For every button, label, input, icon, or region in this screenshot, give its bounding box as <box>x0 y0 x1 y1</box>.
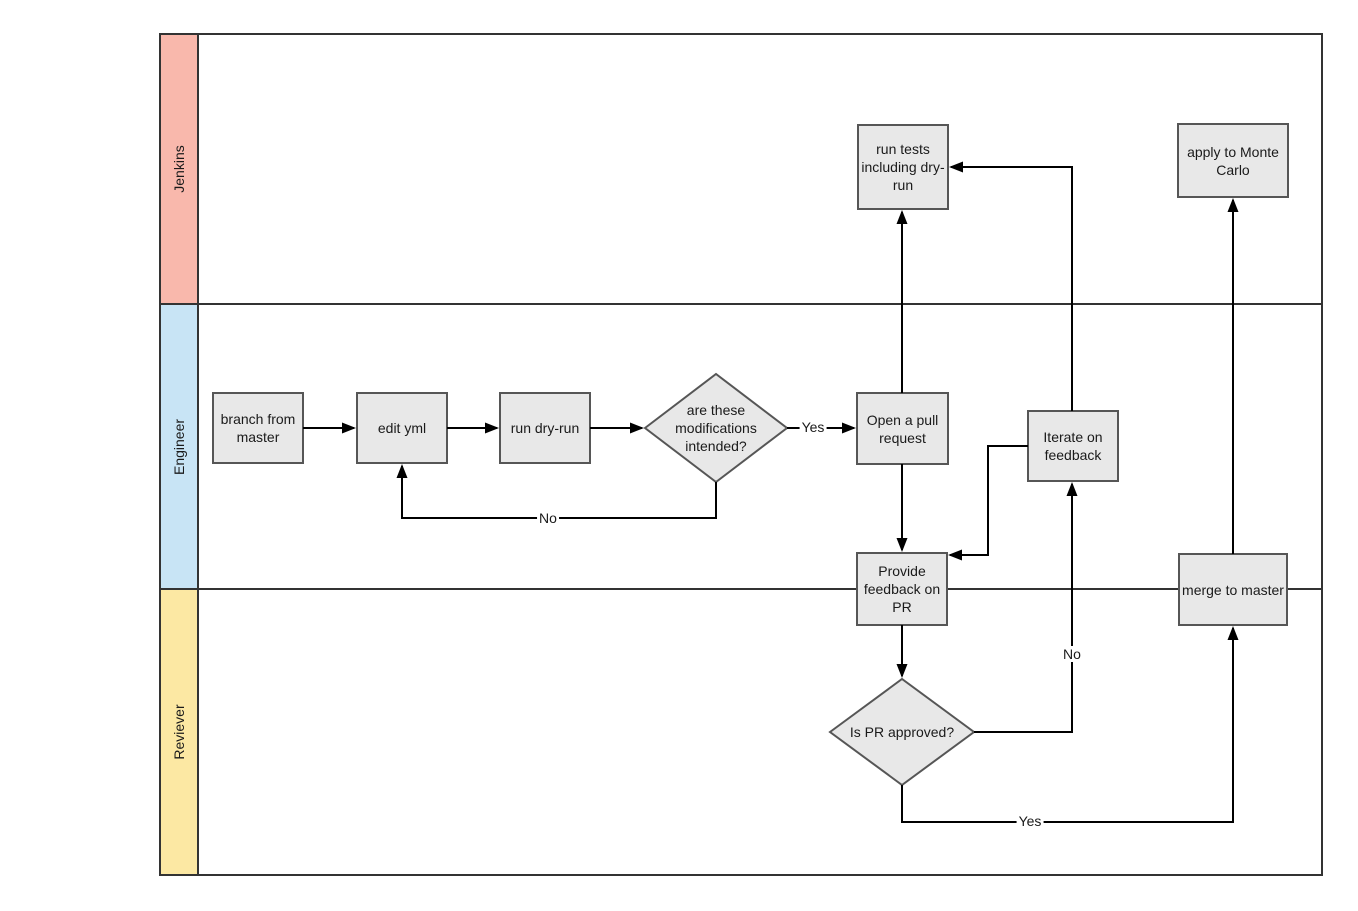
nodes-layer <box>212 123 1289 787</box>
node-is-pr-approved <box>828 677 976 787</box>
lane-header-engineer <box>159 303 199 590</box>
node-merge-to-master <box>1178 553 1288 626</box>
lane-body-jenkins <box>197 33 1323 305</box>
edge-approval-yes-to-merge <box>901 626 1239 823</box>
node-edit-yml <box>356 392 448 464</box>
node-apply-to-monte-carlo <box>1177 123 1289 198</box>
node-provide-feedback-on-pr <box>856 552 948 626</box>
node-iterate-on-feedback <box>1027 410 1119 482</box>
node-open-pull-request <box>856 392 949 465</box>
lane-body-reviever <box>197 588 1323 876</box>
lanes-layer <box>159 33 1323 876</box>
node-modifications-intended <box>643 372 789 484</box>
edge-decision-no-to-edit <box>396 464 717 519</box>
edge-approval-no-to-iterate <box>974 482 1078 733</box>
edges-layer <box>303 161 1239 823</box>
edge-iterate-to-runtests <box>949 161 1073 411</box>
node-run-dry-run <box>499 392 591 464</box>
lane-header-reviever <box>159 588 199 876</box>
edge-iterate-to-feedback <box>948 445 1028 561</box>
node-run-tests-including-dry-run <box>857 124 949 210</box>
node-branch-from-master <box>212 392 304 464</box>
lane-header-jenkins <box>159 33 199 305</box>
